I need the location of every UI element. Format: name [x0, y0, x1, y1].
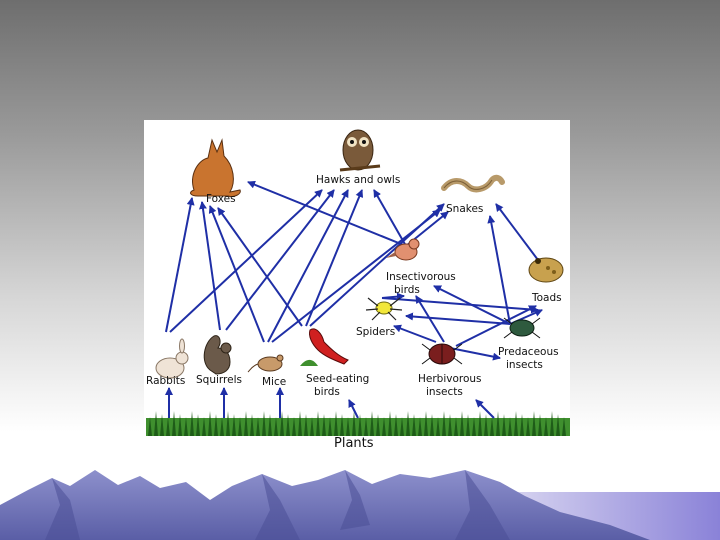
- edge-mice-to-hawks-owls: [267, 189, 349, 343]
- edge-herb-insects-to-pred-insects: [449, 347, 501, 361]
- edge-pred-insects-to-spiders: [405, 312, 511, 325]
- edge-insect-birds-to-foxes: [247, 180, 407, 247]
- mouse-icon: [247, 354, 284, 373]
- edge-insect-birds-to-hawks-owls: [373, 189, 407, 247]
- edge-rabbits-to-hawks-owls: [169, 189, 323, 333]
- node-label-hawks-owls: Hawks and owls: [316, 174, 400, 186]
- food-web-diagram: Foxes Hawks and owls Snakes Insectivorou…: [144, 120, 570, 450]
- edge-squirrels-to-hawks-owls: [225, 189, 335, 331]
- edge-plants-to-seed-birds: [348, 399, 359, 419]
- edge-seed-birds-to-hawks-owls: [305, 189, 364, 327]
- edge-pred-insects-to-insect-birds: [433, 285, 511, 325]
- edge-rabbits-to-foxes: [165, 197, 195, 333]
- edge-plants-to-herb-insects: [475, 399, 495, 419]
- beetle-icon: [421, 343, 463, 365]
- edge-herb-insects-to-spiders: [393, 324, 437, 343]
- edge-herb-insects-to-insect-birds: [415, 295, 445, 343]
- food-web-svg: Foxes Hawks and owls Snakes Insectivorou…: [146, 129, 570, 450]
- snake-icon: [441, 174, 505, 193]
- node-label-foxes: Foxes: [206, 193, 236, 205]
- edges-layer: [165, 180, 543, 419]
- node-label-squirrels: Squirrels: [196, 374, 242, 386]
- small-bird-icon: [386, 238, 420, 261]
- owl-icon: [339, 129, 381, 172]
- node-label-mice: Mice: [262, 376, 286, 388]
- ground-beetle-icon: [503, 317, 541, 339]
- node-label-seed-eating-birds-1: Seed-eating: [306, 373, 369, 385]
- toad-icon: [528, 257, 564, 283]
- node-label-herbivorous-insects-2: insects: [426, 386, 463, 398]
- node-label-toads: Toads: [531, 292, 562, 304]
- node-label-predaceous-insects-1: Predaceous: [498, 346, 559, 358]
- edge-seed-birds-to-snakes: [309, 203, 445, 327]
- node-label-snakes: Snakes: [446, 203, 483, 215]
- rabbit-icon: [155, 338, 189, 379]
- edge-mice-to-foxes: [208, 205, 265, 343]
- node-label-herbivorous-insects-1: Herbivorous: [418, 373, 482, 385]
- cardinal-icon: [300, 328, 349, 366]
- spider-icon: [365, 297, 403, 321]
- node-label-insectivorous-birds-2: birds: [394, 284, 420, 296]
- edge-spiders-to-toads: [381, 297, 539, 314]
- node-label-plants: Plants: [334, 436, 374, 450]
- fox-icon: [190, 138, 241, 197]
- edge-herb-insects-to-toads: [455, 305, 537, 347]
- mountain-shadows: [45, 470, 510, 540]
- node-label-insectivorous-birds-1: Insectivorous: [386, 271, 456, 283]
- squirrel-icon: [203, 335, 232, 375]
- grass-strip: [146, 411, 570, 436]
- edge-squirrels-to-foxes: [199, 201, 221, 331]
- edge-seed-birds-to-foxes: [217, 207, 303, 327]
- node-label-predaceous-insects-2: insects: [506, 359, 543, 371]
- edge-pred-insects-to-snakes: [487, 215, 511, 325]
- node-label-spiders: Spiders: [356, 326, 395, 338]
- node-label-rabbits: Rabbits: [146, 375, 185, 387]
- edge-toads-to-snakes: [495, 203, 539, 261]
- node-label-seed-eating-birds-2: birds: [314, 386, 340, 398]
